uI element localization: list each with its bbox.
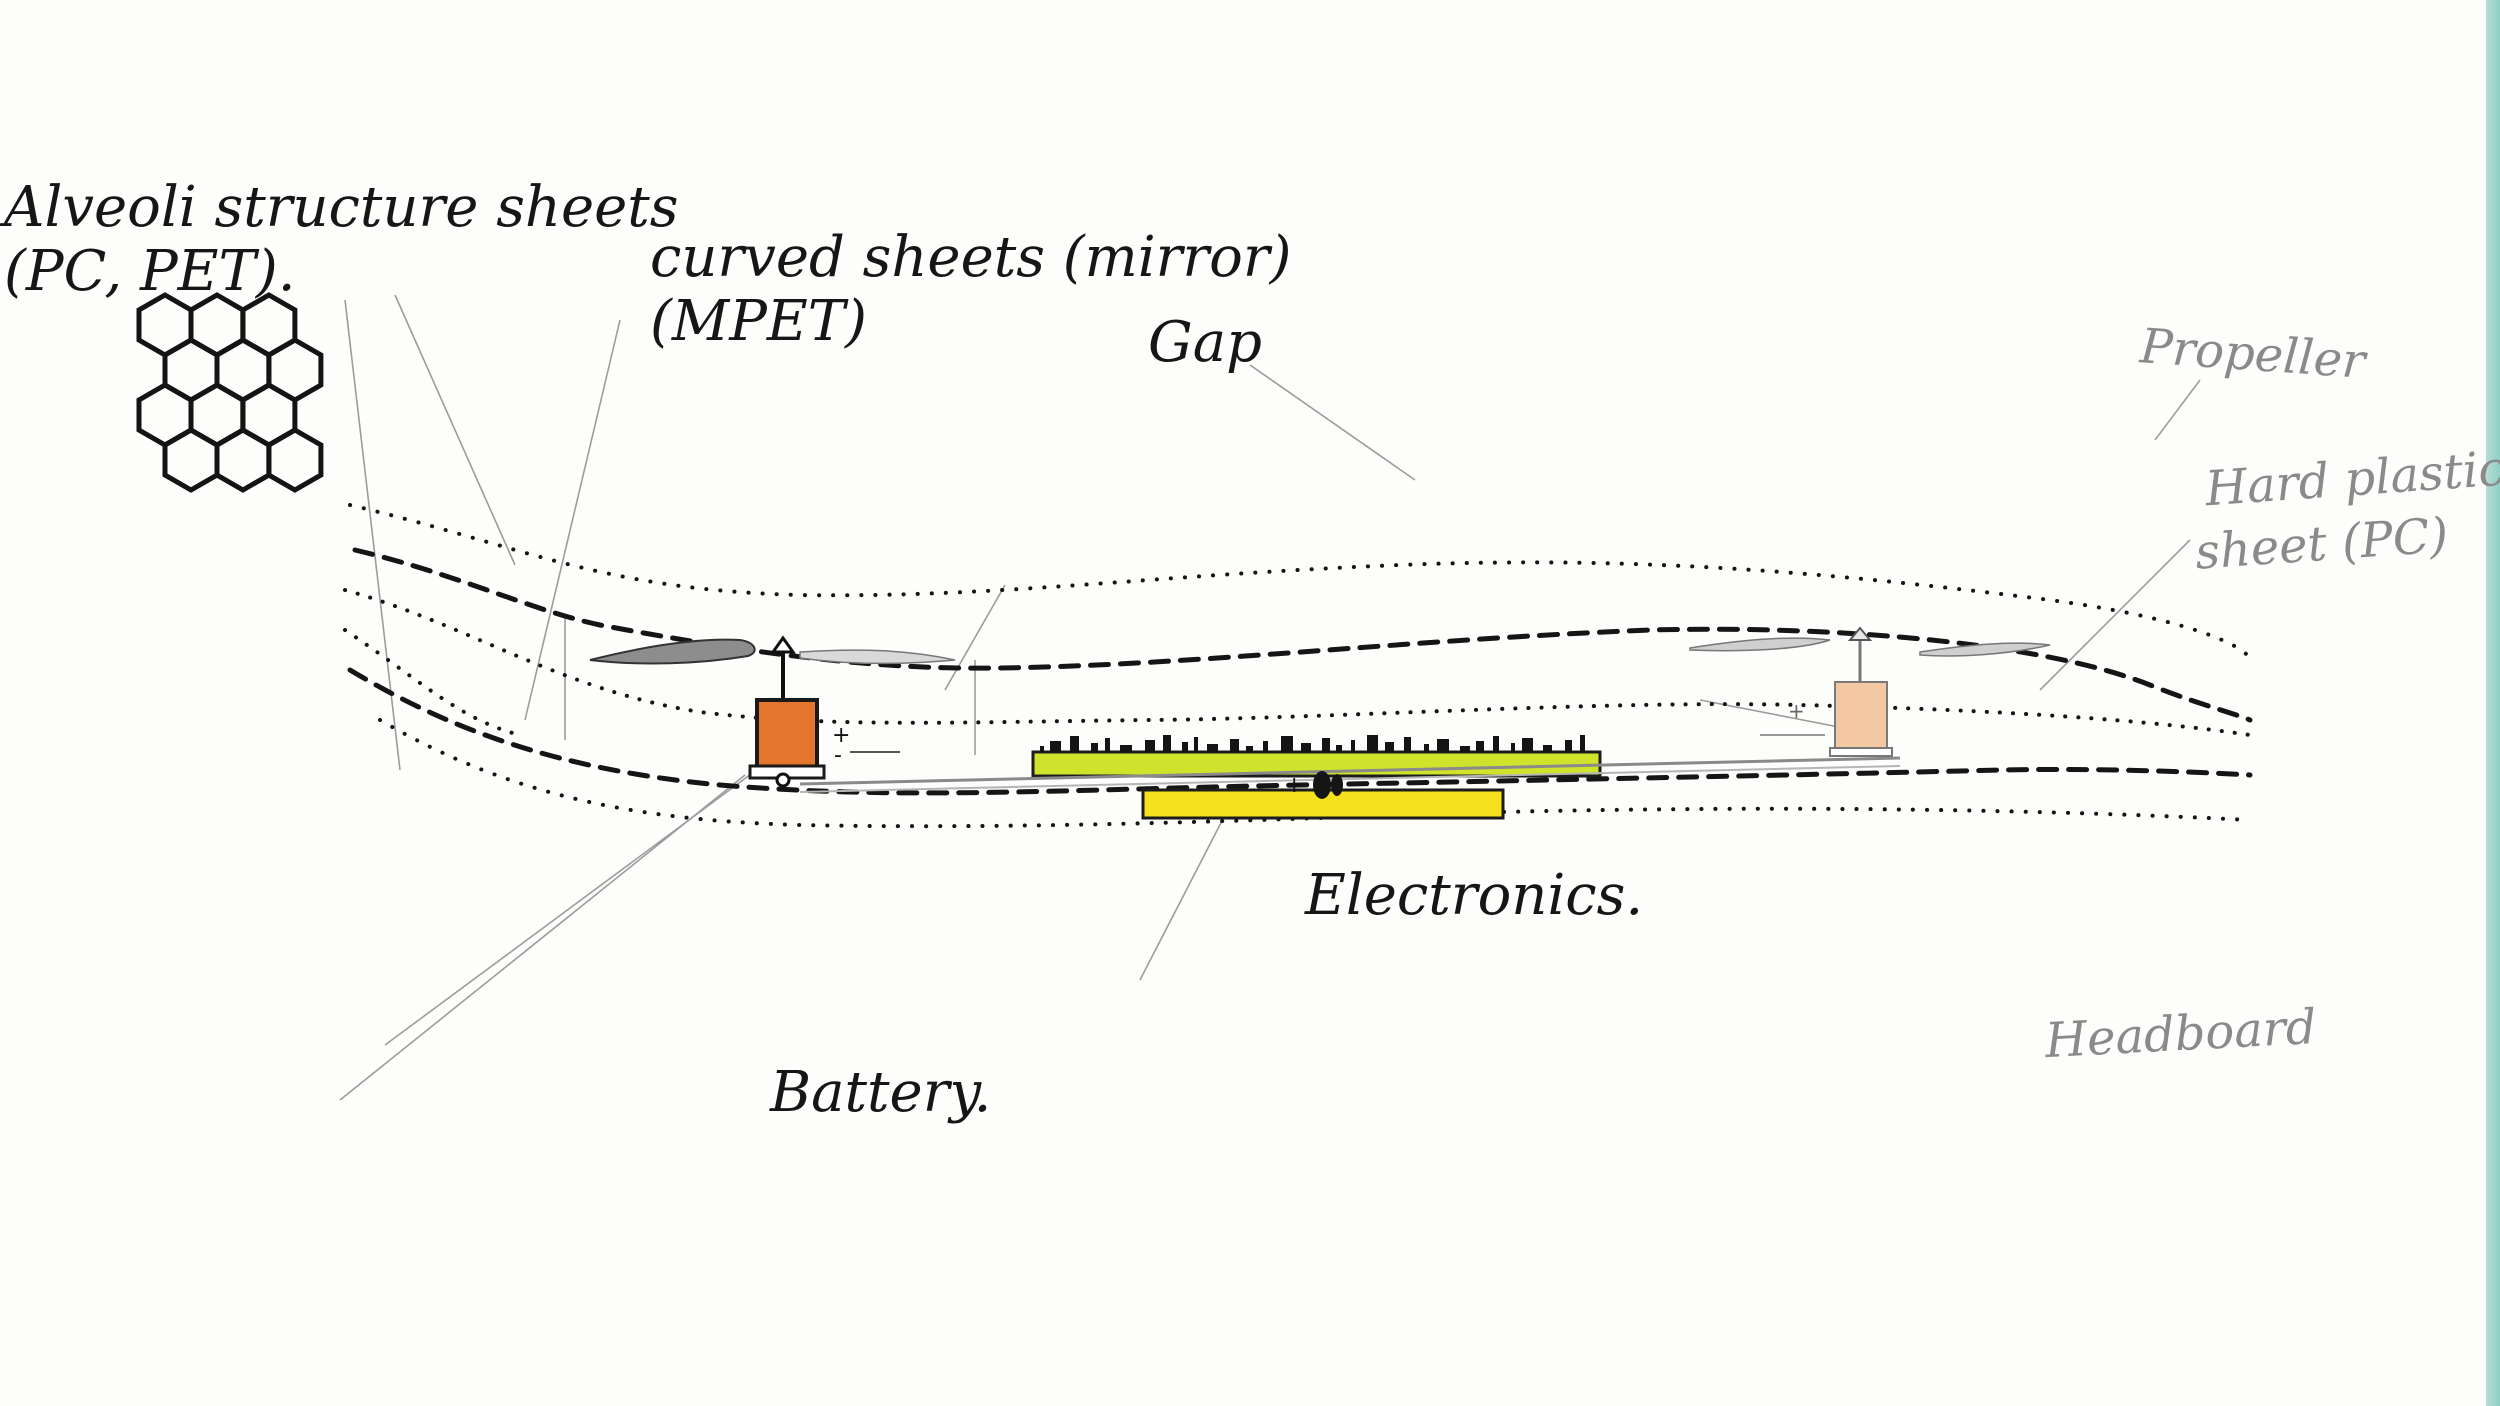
pcb-component	[1040, 746, 1044, 752]
outer-dotted-top	[348, 503, 2252, 662]
leader-gap	[1249, 364, 1416, 481]
pcb-component	[1543, 745, 1552, 752]
pcb-component	[1476, 741, 1484, 752]
label-alveoli-sheets: Alveoli structure sheets	[4, 175, 679, 240]
leader-headboard	[339, 774, 746, 1101]
pcb-component	[1246, 746, 1253, 752]
motor-right: +	[1760, 626, 1893, 757]
battery-pack: +	[1141, 771, 1505, 820]
left-dotted-shell	[343, 628, 522, 737]
pcb-component	[1105, 738, 1110, 752]
pcb-component	[1565, 740, 1572, 752]
outer-dotted-bottom	[378, 718, 2252, 829]
pcb-component	[1182, 742, 1188, 752]
curved-sheet-bottom	[347, 667, 2253, 796]
svg-text:-: -	[834, 743, 842, 768]
leader-curved-2	[944, 584, 1006, 691]
propeller-right	[1689, 637, 2051, 657]
pcb-component	[1163, 735, 1171, 752]
curved-sheet-top	[352, 547, 2253, 723]
leader-alveoli-2	[394, 294, 516, 566]
pcb-component	[1437, 739, 1449, 752]
motor-left: + -	[748, 635, 900, 788]
pcb-component	[1351, 740, 1355, 752]
pcb-component	[1120, 745, 1132, 752]
svg-text:+: +	[1788, 699, 1805, 723]
pcb-component	[1301, 743, 1311, 752]
leader-electronics	[1139, 814, 1226, 981]
leader-battery	[384, 759, 771, 1046]
pcb-component	[1230, 739, 1239, 752]
pcb-component	[1145, 740, 1155, 752]
paper-edge-strip	[2486, 0, 2500, 1406]
leader-hard-plastic	[2039, 539, 2191, 691]
label-propeller: Propeller	[2138, 318, 2368, 390]
leader-alveoli-1	[344, 299, 401, 771]
pcb-component	[1207, 744, 1218, 752]
pcb-component	[1404, 737, 1411, 752]
label-curved-material: (MPET)	[650, 289, 867, 354]
electronics-pcb	[799, 735, 1901, 793]
pcb-component	[1522, 738, 1533, 752]
leader-lines	[339, 294, 2201, 1101]
propeller-left	[589, 638, 956, 665]
label-alveoli-material: (PC, PET).	[4, 239, 296, 304]
svg-text:+: +	[1285, 773, 1303, 798]
pcb-component	[1070, 736, 1079, 752]
pcb-component	[1281, 736, 1293, 752]
label-battery: Battery.	[770, 1060, 992, 1125]
label-curved-sheets: curved sheets (mirror)	[650, 225, 1292, 290]
honeycomb-cell	[214, 427, 272, 493]
label-headboard: Headboard	[2043, 998, 2318, 1070]
leader-propeller	[2154, 379, 2201, 441]
pcb-component	[1091, 743, 1098, 752]
svg-text:+: +	[832, 723, 850, 748]
pcb-component	[1050, 741, 1061, 752]
pcb-component	[1336, 745, 1342, 752]
pcb-component	[1194, 737, 1198, 752]
leader-curved-1	[524, 319, 621, 721]
label-electronics: Electronics.	[1305, 863, 1644, 928]
honeycomb-cell	[266, 427, 324, 493]
pcb-component	[1263, 741, 1268, 752]
label-gap: Gap	[1148, 310, 1262, 375]
pcb-component	[1322, 738, 1330, 752]
pcb-component	[1385, 742, 1394, 752]
pcb-component	[1367, 735, 1378, 752]
pcb-component	[1460, 746, 1470, 752]
honeycomb-sample	[136, 292, 324, 493]
pcb-component	[1424, 744, 1429, 752]
honeycomb-cell	[162, 427, 220, 493]
pcb-component	[1580, 735, 1585, 752]
pcb-component	[1511, 743, 1515, 752]
pcb-component	[1493, 736, 1499, 752]
